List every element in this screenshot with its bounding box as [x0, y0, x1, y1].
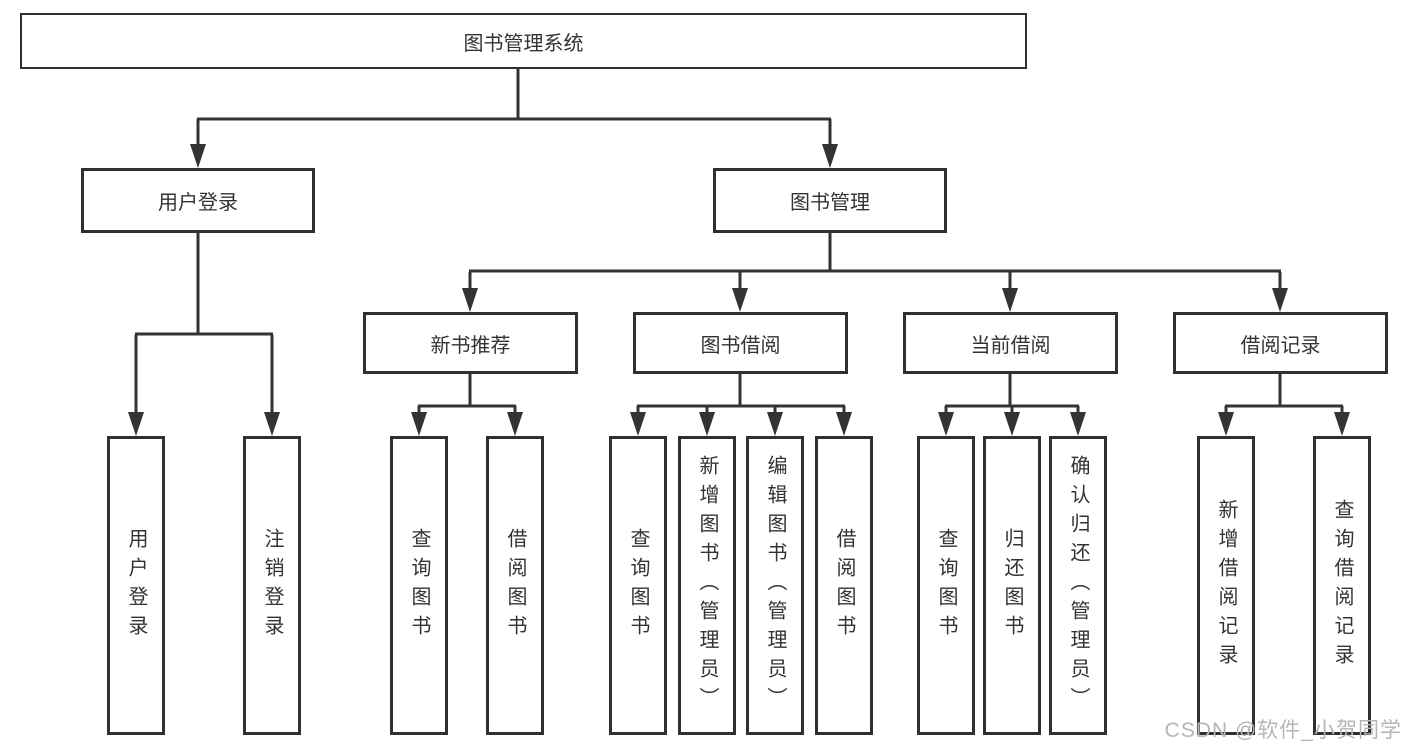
leaf-add-book-admin: 新增图书（管理员）: [678, 436, 736, 735]
leaf-query-books-2-label: 查询图书: [627, 527, 649, 644]
node-book-borrow-label: 图书借阅: [700, 334, 781, 357]
node-book-borrow: 图书借阅: [633, 312, 848, 374]
leaf-query-books-3-label: 查询图书: [935, 527, 957, 644]
node-root-label: 图书管理系统: [463, 32, 584, 55]
node-current-borrow-label: 当前借阅: [970, 334, 1051, 357]
leaf-query-borrow-record-label: 查询借阅记录: [1331, 498, 1353, 673]
leaf-logout: 注销登录: [243, 436, 301, 735]
node-new-book-recommend-label: 新书推荐: [430, 334, 511, 357]
leaf-add-borrow-record: 新增借阅记录: [1197, 436, 1255, 735]
leaf-add-borrow-record-label: 新增借阅记录: [1215, 498, 1237, 673]
leaf-confirm-return-admin: 确认归还（管理员）: [1049, 436, 1107, 735]
node-borrow-records-label: 借阅记录: [1240, 334, 1321, 357]
leaf-borrow-books-2-label: 借阅图书: [833, 527, 855, 644]
node-borrow-records: 借阅记录: [1173, 312, 1388, 374]
leaf-logout-label: 注销登录: [261, 527, 283, 644]
leaf-query-books-1: 查询图书: [390, 436, 448, 735]
leaf-edit-book-admin: 编辑图书（管理员）: [746, 436, 804, 735]
leaf-borrow-books-2: 借阅图书: [815, 436, 873, 735]
csdn-watermark: CSDN @软件_小贺同学: [1164, 719, 1402, 742]
leaf-borrow-books-1: 借阅图书: [486, 436, 544, 735]
leaf-confirm-return-admin-label: 确认归还（管理员）: [1067, 455, 1089, 716]
leaf-user-login: 用户登录: [107, 436, 165, 735]
node-new-book-recommend: 新书推荐: [363, 312, 578, 374]
node-user-login: 用户登录: [81, 168, 315, 233]
node-current-borrow: 当前借阅: [903, 312, 1118, 374]
leaf-borrow-books-1-label: 借阅图书: [504, 527, 526, 644]
leaf-query-books-3: 查询图书: [917, 436, 975, 735]
leaf-user-login-label: 用户登录: [125, 527, 147, 644]
node-user-login-label: 用户登录: [158, 192, 238, 214]
leaf-query-borrow-record: 查询借阅记录: [1313, 436, 1371, 735]
node-root-system: 图书管理系统: [20, 13, 1027, 69]
leaf-edit-book-admin-label: 编辑图书（管理员）: [764, 455, 786, 716]
node-book-management-label: 图书管理: [790, 192, 870, 214]
leaf-query-books-2: 查询图书: [609, 436, 667, 735]
leaf-add-book-admin-label: 新增图书（管理员）: [696, 455, 718, 716]
node-book-management: 图书管理: [713, 168, 947, 233]
leaf-return-book-label: 归还图书: [1001, 527, 1023, 644]
leaf-return-book: 归还图书: [983, 436, 1041, 735]
leaf-query-books-1-label: 查询图书: [408, 527, 430, 644]
